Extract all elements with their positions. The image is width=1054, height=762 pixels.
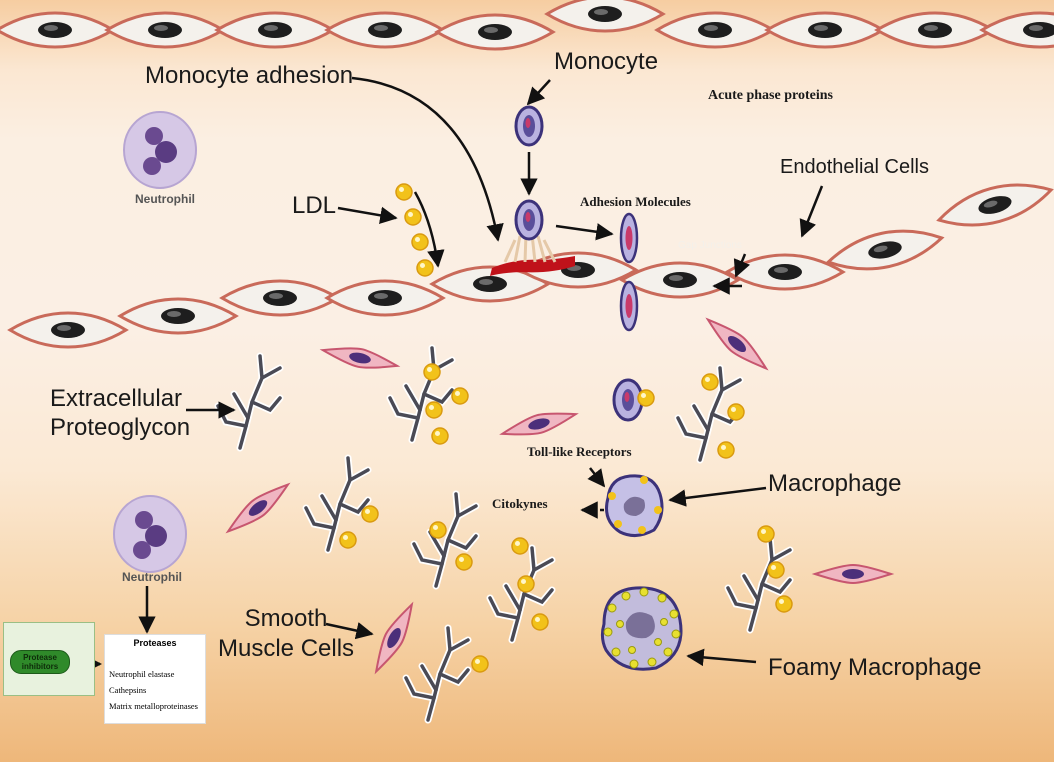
- macrophage: [605, 474, 664, 537]
- neutrophil-bottom-caption: Neutrophil: [122, 570, 182, 584]
- label-monocyte: Monocyte: [554, 48, 659, 75]
- monocytes: [514, 105, 655, 422]
- neutrophil-top-cell: [123, 111, 197, 189]
- adhesion-molecules: [490, 233, 575, 276]
- proteases-title: Proteases: [133, 638, 177, 648]
- label-smooth-muscle-cells: Smooth Muscle Cells: [218, 605, 355, 662]
- neutrophil-bottom-cell: [113, 495, 187, 573]
- foamy-macrophage: [600, 586, 683, 671]
- neutrophil-top-panel: Neutrophil: [110, 104, 220, 214]
- neutrophil-bottom-panel: Neutrophil: [97, 488, 207, 598]
- ldl-particles: [395, 183, 434, 277]
- protease-item: Neutrophil elastase: [109, 669, 175, 679]
- label-gap-junction: Gap Junctions: [678, 240, 742, 251]
- proteoglycans: [218, 348, 792, 720]
- top-endothelium: [0, 0, 1054, 51]
- label-endothelial-cells: Endothelial Cells: [780, 156, 929, 178]
- label-monocyte-adhesion: Monocyte adhesion: [145, 62, 354, 89]
- label-toll-like-receptors: Toll-like Receptors: [527, 444, 632, 459]
- neutrophil-top-caption: Neutrophil: [135, 192, 195, 206]
- arrows: [48, 76, 824, 675]
- label-foamy-macrophage: Foamy Macrophage: [768, 654, 982, 681]
- proteases-panel: Proteases Neutrophil elastase Cathepsins…: [104, 634, 206, 724]
- protease-inhibitors-panel: Protease inhibitors: [3, 622, 95, 696]
- protease-inhibitors-badge: Protease inhibitors: [10, 650, 70, 674]
- label-ldl: LDL: [292, 192, 337, 219]
- protease-item: Cathepsins: [109, 685, 147, 695]
- label-macrophage: Macrophage: [768, 470, 902, 497]
- label-adhesion-molecules: Adhesion Molecules: [580, 194, 691, 209]
- protease-item: Matrix metalloproteinases: [109, 701, 198, 711]
- label-extracellular-proteoglycon: Extracellular Proteoglycon: [50, 385, 191, 441]
- protease-inhibitors-label: Protease inhibitors: [21, 653, 59, 671]
- label-acute-phase-proteins: Acute phase proteins: [708, 88, 833, 103]
- label-citokynes: Citokynes: [492, 496, 548, 511]
